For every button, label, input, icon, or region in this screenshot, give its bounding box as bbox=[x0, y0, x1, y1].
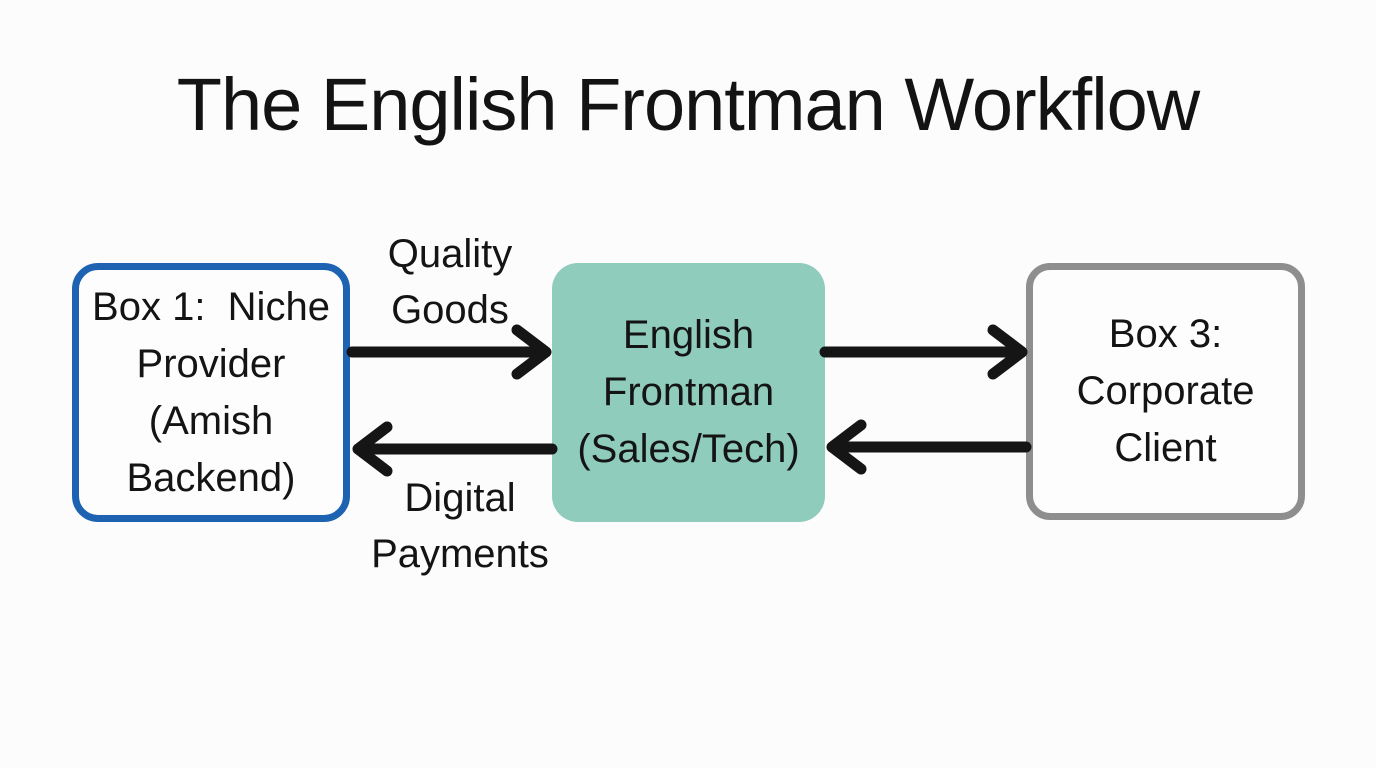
node-corporate-client: Box 3: Corporate Client bbox=[1026, 263, 1305, 520]
arrow-client-to-frontman-icon bbox=[826, 419, 1032, 475]
node-niche-provider-label: Box 1: Niche Provider (Amish Backend) bbox=[92, 284, 330, 500]
node-english-frontman: English Frontman (Sales/Tech) bbox=[552, 263, 825, 522]
node-english-frontman-label: English Frontman (Sales/Tech) bbox=[577, 313, 800, 471]
arrow-frontman-to-client-icon bbox=[819, 324, 1028, 380]
arrow-digital-payments-icon bbox=[352, 421, 558, 477]
node-corporate-client-label: Box 3: Corporate Client bbox=[1076, 312, 1255, 470]
diagram-title: The English Frontman Workflow bbox=[176, 63, 1200, 146]
edge-label-digital-payments: Digital Payments bbox=[371, 476, 549, 576]
edge-label-quality-goods: Quality Goods bbox=[387, 232, 513, 332]
node-niche-provider: Box 1: Niche Provider (Amish Backend) bbox=[72, 263, 350, 522]
